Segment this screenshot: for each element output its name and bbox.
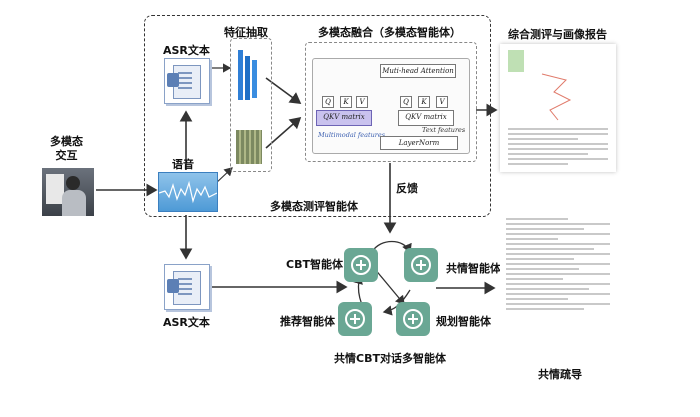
empathy-guidance-label: 共情疏导 <box>538 368 582 381</box>
robot-icon <box>403 309 423 329</box>
recommend-agent-node <box>338 302 372 336</box>
multimodal-eval-agent-box <box>144 15 491 217</box>
qkv-matrix-right: QKV matrix <box>398 110 454 126</box>
report-title: 综合测评与画像报告 <box>508 28 607 41</box>
multi-head-attention-box: Muti-head Attention <box>380 64 456 78</box>
speaker-icon <box>167 279 179 293</box>
fusion-box <box>305 42 477 162</box>
cbt-agent-label: CBT智能体 <box>286 258 343 271</box>
layer-norm-box: LayerNorm <box>380 136 458 150</box>
asr-text-top-label: ASR文本 <box>163 44 210 57</box>
q-right: Q <box>400 96 412 108</box>
asr-document-bottom <box>164 264 210 310</box>
planning-agent-label: 规划智能体 <box>436 315 491 328</box>
fusion-title: 多模态融合（多模态智能体） <box>318 26 461 39</box>
q-left: Q <box>322 96 334 108</box>
audio-feature-map <box>236 130 262 164</box>
waveform-icon <box>158 172 218 212</box>
report-thumbnail <box>500 44 616 172</box>
cbt-agent-node <box>344 248 378 282</box>
asr-text-bottom-label: ASR文本 <box>163 316 210 329</box>
multimodal-interaction-label: 多模态 交互 <box>50 135 83 162</box>
empathy-agent-label: 共情智能体 <box>446 262 501 275</box>
asr-document-top <box>164 58 210 104</box>
robot-icon <box>411 255 431 275</box>
multimodal-eval-agent-label: 多模态测评智能体 <box>270 200 358 213</box>
robot-icon <box>351 255 371 275</box>
k-left: K <box>340 96 352 108</box>
empathy-agent-node <box>404 248 438 282</box>
v-right: V <box>436 96 448 108</box>
feedback-label: 反馈 <box>396 182 418 195</box>
qkv-matrix-left: QKV matrix <box>316 110 372 126</box>
dialog-thumbnail <box>500 214 616 342</box>
speaker-icon <box>167 73 179 87</box>
k-right: K <box>418 96 430 108</box>
speech-label: 语音 <box>172 158 194 171</box>
feature-extraction-box <box>230 38 272 172</box>
recommend-agent-label: 推荐智能体 <box>280 315 335 328</box>
v-left: V <box>356 96 368 108</box>
feature-extraction-label: 特征抽取 <box>224 26 268 39</box>
multi-agent-title: 共情CBT对话多智能体 <box>334 352 446 365</box>
text-feature-bars <box>238 48 262 104</box>
text-features-label: Text features <box>422 126 466 134</box>
video-frame-icon <box>42 168 94 216</box>
planning-agent-node <box>396 302 430 336</box>
robot-icon <box>345 309 365 329</box>
multimodal-features-label: Multimodal features <box>318 131 386 139</box>
